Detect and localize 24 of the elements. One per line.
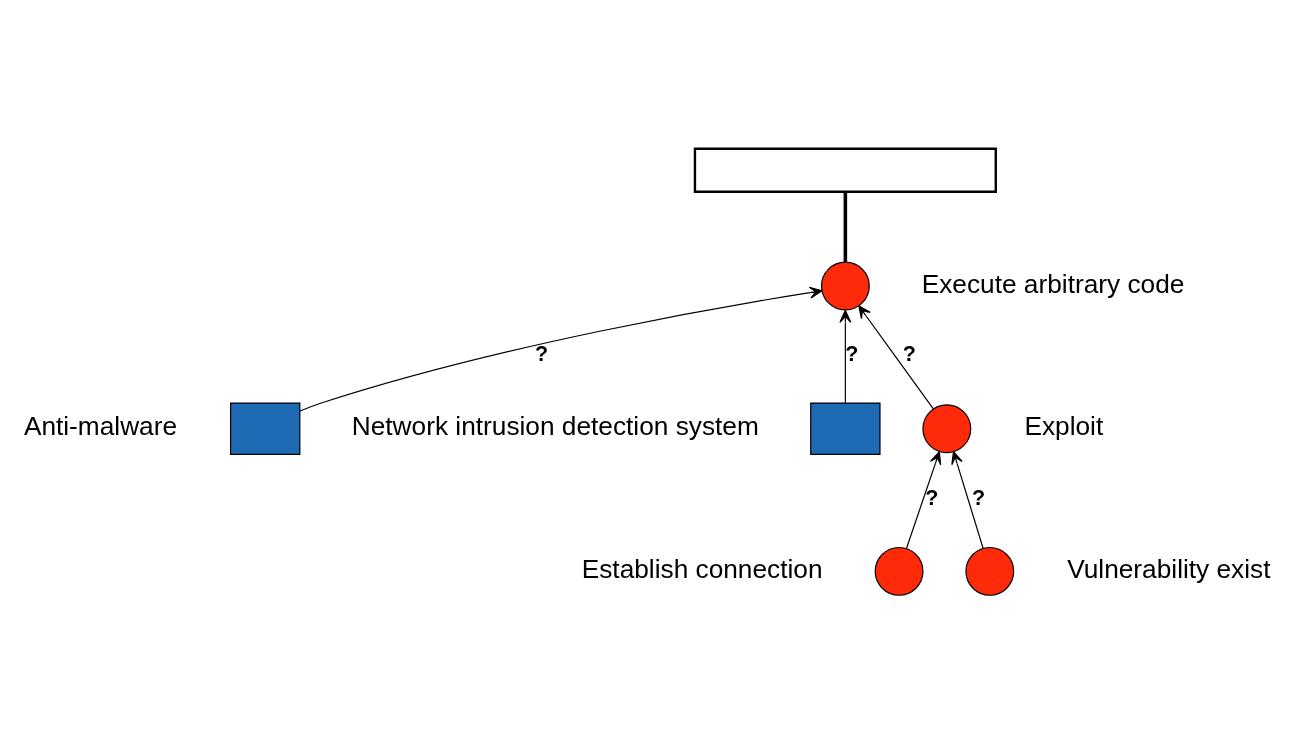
edge-label: ?: [534, 341, 549, 366]
node-circle: [874, 546, 924, 596]
edge-label: ?: [845, 341, 859, 366]
arrow: [839, 309, 852, 404]
node-label: Anti-malware: [23, 411, 178, 442]
arrow: [951, 451, 984, 549]
edge-label: ?: [902, 341, 916, 366]
arrow: [299, 286, 823, 412]
node-box: [693, 147, 997, 193]
node-label: Exploit: [1024, 411, 1104, 442]
edge-label: ?: [925, 485, 939, 510]
node-label: Establish connection: [581, 554, 823, 585]
node-circle: [922, 404, 972, 454]
edge-label: ?: [971, 485, 986, 510]
node-label: Execute arbitrary code: [921, 268, 1185, 299]
node-box: [230, 402, 301, 455]
arrow: [858, 305, 934, 410]
node-label: Network intrusion detection system: [351, 411, 759, 442]
arrow: [905, 451, 942, 550]
node-circle: [820, 261, 870, 311]
node-box: [810, 402, 881, 455]
node-circle: [965, 546, 1015, 596]
connector: [843, 192, 848, 262]
node-label: Vulnerability exist: [1067, 554, 1271, 585]
